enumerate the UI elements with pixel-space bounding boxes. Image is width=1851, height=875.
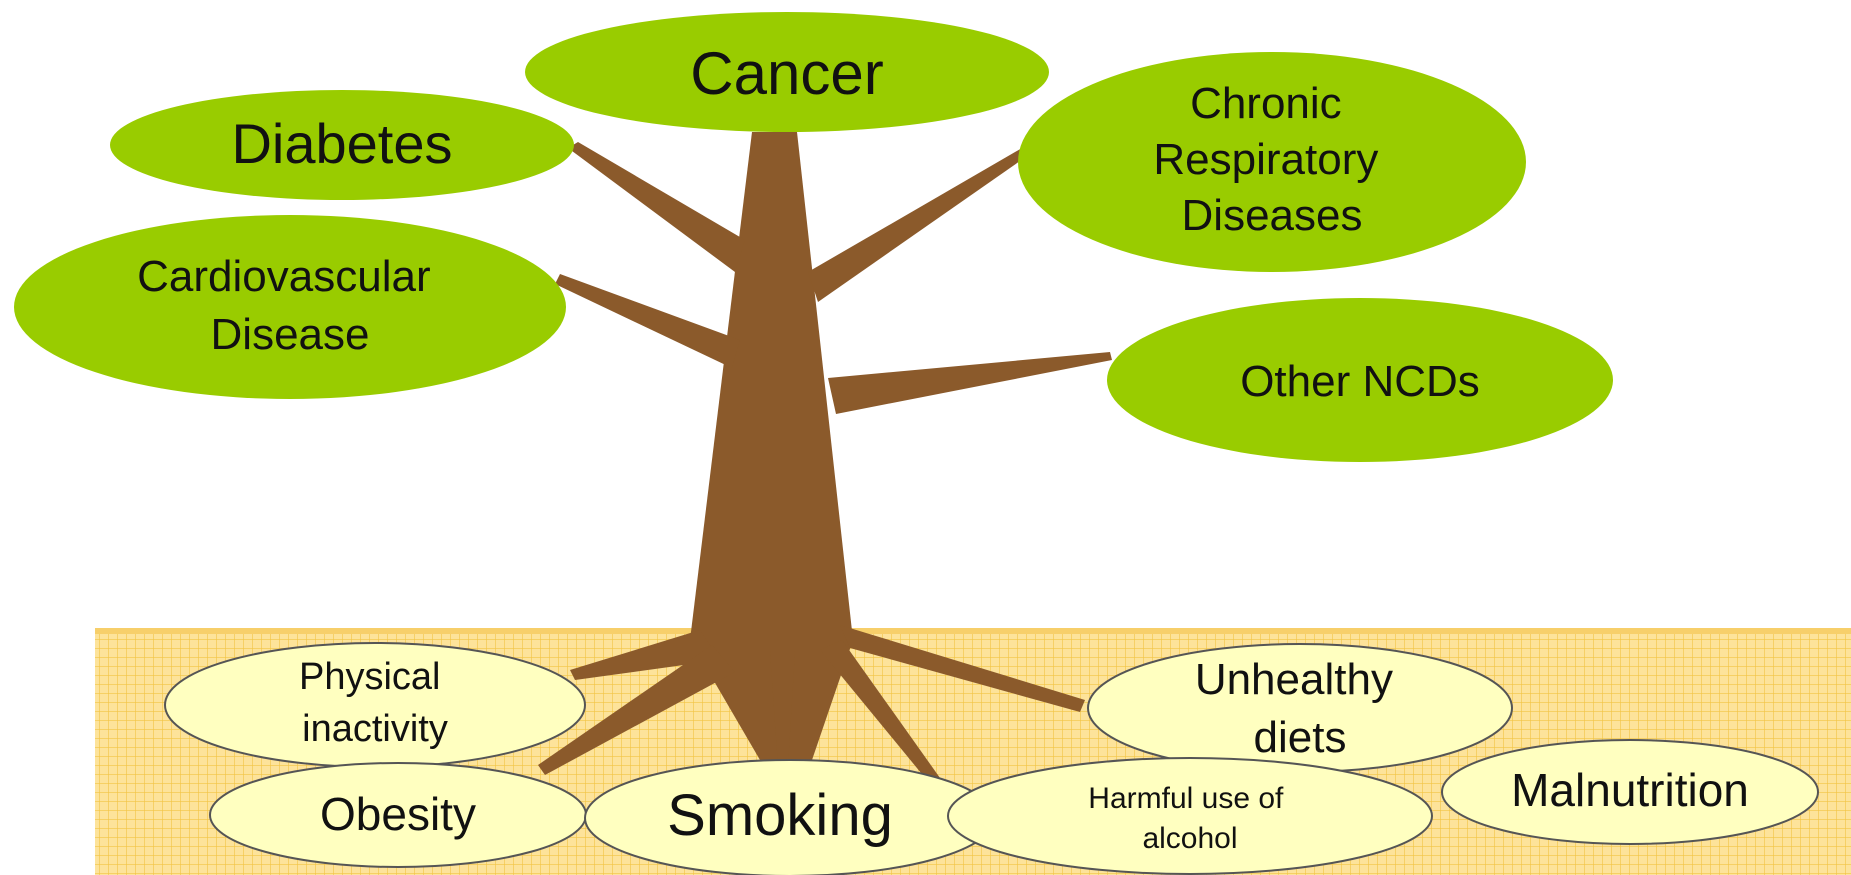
root-unhealthy-diets-line-1: Unhealthy	[1195, 655, 1393, 704]
root-oval-unhealthy-diets: Unhealthy diets	[1088, 644, 1512, 772]
leaf-cancer-line-1: Cancer	[690, 40, 883, 107]
soil-top-edge	[95, 628, 1851, 634]
leaf-cardiovascular-line-1: Cardiovascular	[137, 252, 430, 301]
leaf-cardiovascular-line-2: Disease	[211, 310, 370, 359]
root-oval-harmful-alcohol: Harmful use of alcohol	[948, 758, 1432, 874]
leaf-diabetes-line-1: Diabetes	[231, 112, 452, 175]
leaf-cancer-label: Cancer	[690, 40, 883, 107]
root-malnutrition-label: Malnutrition	[1511, 764, 1749, 816]
root-physical-inactivity-line-1: Physical	[299, 656, 441, 698]
leaf-diabetes: Diabetes	[110, 90, 574, 200]
root-unhealthy-diets-line-2: diets	[1254, 713, 1347, 762]
root-harmful-alcohol-line-2: alcohol	[1142, 822, 1237, 855]
root-oval-physical-inactivity: Physical inactivity	[165, 643, 585, 767]
leaf-other-ncds: Other NCDs	[1107, 298, 1613, 462]
root-malnutrition-line-1: Malnutrition	[1511, 764, 1749, 816]
leaf-cancer: Cancer	[525, 12, 1049, 132]
root-physical-inactivity-line-2: inactivity	[302, 708, 448, 750]
leaf-chronic-respiratory: Chronic Respiratory Diseases	[1018, 52, 1526, 272]
root-oval-harmful-alcohol-shape	[948, 758, 1432, 874]
root-smoking-line-1: Smoking	[667, 783, 893, 848]
root-obesity-label: Obesity	[320, 788, 476, 840]
leaf-cardiovascular: Cardiovascular Disease	[14, 215, 566, 399]
branch-chronic-respiratory	[808, 148, 1030, 302]
branch-diabetes	[568, 142, 745, 272]
root-oval-malnutrition: Malnutrition	[1442, 740, 1818, 844]
leaf-chronic-respiratory-line-2: Respiratory	[1153, 135, 1378, 184]
root-oval-smoking: Smoking	[585, 760, 995, 875]
leaf-chronic-respiratory-line-3: Diseases	[1182, 191, 1363, 240]
leaf-other-ncds-line-1: Other NCDs	[1240, 357, 1480, 406]
root-obesity-line-1: Obesity	[320, 788, 476, 840]
root-oval-obesity: Obesity	[210, 763, 586, 867]
leaf-diabetes-label: Diabetes	[231, 112, 452, 175]
leaf-cardiovascular-shape	[14, 215, 566, 399]
root-smoking-label: Smoking	[667, 783, 893, 848]
branch-other-ncds	[828, 352, 1112, 414]
leaf-chronic-respiratory-line-1: Chronic	[1190, 79, 1342, 128]
root-harmful-alcohol-line-1: Harmful use of	[1088, 782, 1284, 815]
branch-cardiovascular	[555, 274, 740, 368]
leaf-other-ncds-label: Other NCDs	[1240, 357, 1480, 406]
